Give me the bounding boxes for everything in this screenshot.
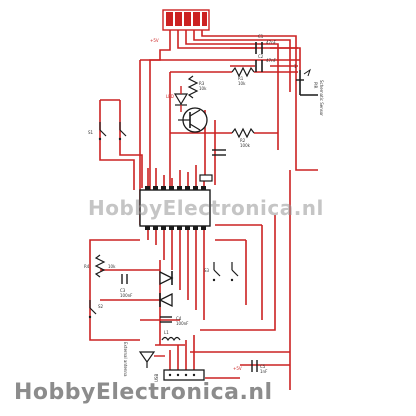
resistor-r2	[231, 127, 255, 139]
resistor-r3	[187, 75, 199, 99]
led-d1	[173, 86, 189, 112]
led-label: LED	[166, 94, 174, 99]
top-connector	[162, 9, 210, 31]
resistor-r1	[231, 66, 255, 78]
c4-label: C4	[176, 316, 182, 321]
connector-label: USB	[154, 374, 159, 382]
vcc-left-label: +5V	[150, 38, 159, 43]
antenna	[138, 351, 165, 368]
c5-label: C5	[260, 364, 266, 369]
right-text-2: PIR	[313, 82, 318, 89]
antenna-label: External antenna	[123, 342, 128, 377]
r1-value: 10k	[238, 81, 246, 86]
capacitor-c4	[160, 316, 172, 323]
s2-label: S2	[98, 304, 104, 309]
c4-value: 100nF	[176, 321, 189, 326]
capacitor-c1	[255, 42, 263, 54]
diode-top	[159, 270, 174, 286]
capacitor-c2	[255, 60, 263, 72]
r3-label: R3	[199, 81, 205, 86]
resistor-r4	[94, 254, 106, 278]
r2-label: R2	[240, 138, 246, 143]
watermark-bottom: HobbyElectronica.nl	[14, 380, 273, 405]
switch-s2	[88, 300, 97, 319]
bottom-connector	[163, 369, 205, 381]
switch-s3	[212, 262, 239, 282]
c1-label: C1	[258, 34, 264, 39]
c3-value: 100nF	[120, 293, 133, 298]
coil-l1	[161, 336, 181, 342]
r4-label: R4	[84, 264, 90, 269]
sensor-symbol	[296, 68, 318, 96]
r3-value: 10k	[199, 86, 207, 91]
coil-label: L1	[164, 330, 169, 335]
transistor-q1	[178, 107, 208, 133]
c3-label: C3	[120, 288, 126, 293]
diode-bottom	[158, 292, 173, 308]
c2-label: C2	[258, 54, 264, 59]
c2-value: 47nF	[266, 58, 277, 63]
r2-value: 100k	[240, 143, 251, 148]
opto-label: 1	[294, 64, 297, 69]
watermark-middle: HobbyElectronica.nl	[88, 196, 324, 220]
r1-label: R1	[238, 76, 244, 81]
right-text: Schematic Sensor	[319, 80, 324, 116]
crystal	[199, 174, 213, 182]
capacitor-c3	[121, 274, 128, 284]
switch-s1	[98, 122, 127, 141]
capacitor-ic	[212, 149, 226, 156]
s1-label: S1	[88, 130, 94, 135]
c5-value: 1nF	[260, 369, 268, 374]
r4-value: 10k	[108, 264, 116, 269]
vcc-right-label: +5V	[233, 366, 242, 371]
ic-chip	[139, 186, 211, 230]
s3-label: S3	[204, 268, 210, 273]
capacitor-c5	[251, 360, 258, 372]
c1-value: 47nF	[266, 40, 277, 45]
